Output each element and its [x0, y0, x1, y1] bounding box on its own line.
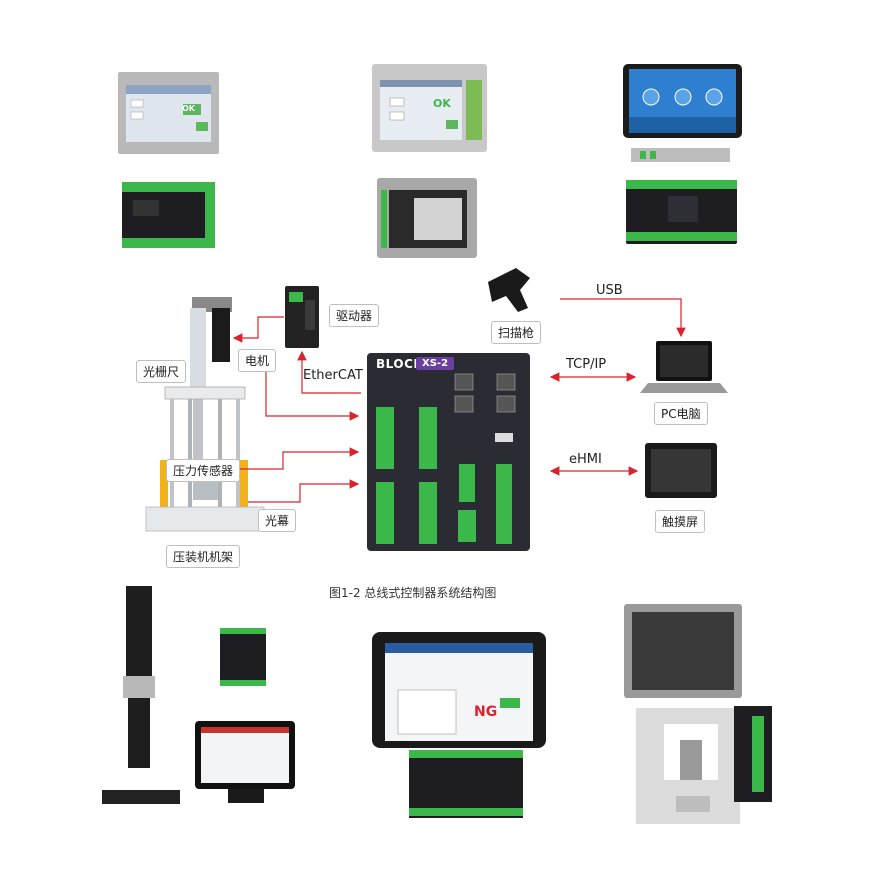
controller-brand: BLOCK	[376, 357, 424, 371]
hmi-tablet-device	[623, 64, 742, 162]
servo-driver-device	[285, 286, 319, 348]
label-grating: 光栅尺	[136, 360, 187, 383]
press-station-device	[624, 604, 772, 824]
xs2-controller-device	[367, 353, 530, 551]
touchscreen-device	[645, 443, 717, 498]
barcode-scanner-device	[488, 268, 530, 312]
label-ehmi: eHMI	[569, 452, 602, 467]
hmi-mid-device	[372, 64, 487, 152]
label-frame: 压装机机架	[166, 545, 241, 568]
servo-press-device	[102, 586, 180, 804]
hmi-mid-ok-text: OK	[433, 97, 451, 110]
press-machine-device	[145, 297, 265, 532]
label-ethercat: EtherCAT	[303, 368, 363, 383]
label-light-curtain: 光幕	[258, 509, 297, 532]
label-tcpip: TCP/IP	[566, 357, 607, 372]
label-touchscreen: 触摸屏	[655, 510, 706, 533]
hmi-ng-text: NG	[474, 704, 498, 720]
label-pressure-sensor: 压力传感器	[166, 459, 241, 482]
controller-model: XS-2	[416, 357, 455, 370]
hmi-mid-back-device	[377, 178, 477, 258]
controller-small-device	[122, 182, 215, 248]
label-driver: 驱动器	[329, 304, 380, 327]
label-scanner: 扫描枪	[491, 321, 542, 344]
label-motor: 电机	[238, 349, 277, 372]
laptop-device	[640, 341, 728, 393]
label-pc: PC电脑	[654, 402, 708, 425]
hmi-small-ok-text: OK	[182, 104, 195, 113]
hmi-bottom-tablet-device	[195, 721, 295, 803]
hmi-small-device	[118, 72, 219, 154]
figure-caption: 图1-2 总线式控制器系统结构图	[329, 586, 497, 600]
controller-right-device	[626, 180, 737, 244]
controller-wiring-device	[220, 628, 266, 686]
connection-arrows	[232, 298, 686, 503]
label-usb: USB	[596, 283, 623, 298]
hmi-ng-station-device	[372, 632, 546, 818]
